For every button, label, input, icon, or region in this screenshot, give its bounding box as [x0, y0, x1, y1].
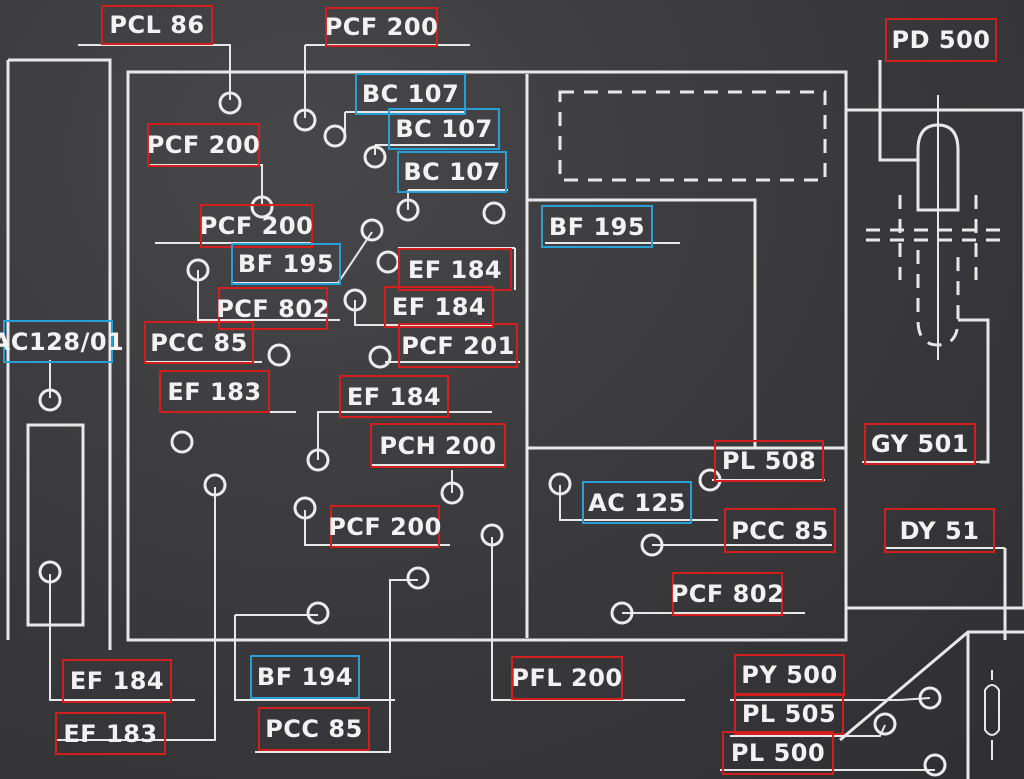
gy501-lead [958, 318, 990, 464]
pd500-lead [878, 60, 918, 162]
label-pcf200-mid: PCF 200 [200, 204, 313, 248]
label-pl500: PL 500 [722, 731, 834, 775]
label-pcf802-right: PCF 802 [671, 572, 784, 616]
label-pcf200-top: PCF 200 [325, 7, 438, 47]
label-pcf200-low: PCF 200 [328, 505, 441, 548]
label-ac125: AC 125 [582, 481, 692, 524]
label-gy501: GY 501 [864, 423, 976, 465]
label-ef184-b: EF 184 [384, 286, 494, 328]
label-bc107-a: BC 107 [355, 73, 466, 115]
bf195-lead [527, 198, 757, 448]
label-pcf802-mid: PCF 802 [216, 287, 329, 330]
label-bc107-b: BC 107 [388, 108, 500, 150]
label-pcl86: PCL 86 [101, 5, 213, 45]
label-pcf200-left: PCF 200 [147, 123, 260, 167]
dashed-module-outline [558, 90, 827, 182]
bottom-right-component [984, 670, 1000, 760]
label-dy51: DY 51 [884, 508, 995, 553]
label-bc107-c: BC 107 [397, 151, 507, 193]
pd500-tube-upper [916, 123, 960, 212]
label-pl505: PL 505 [734, 693, 844, 735]
label-bf195-mid: BF 195 [231, 243, 341, 285]
label-ef184-bottom: EF 184 [62, 659, 172, 703]
label-ef184-a: EF 184 [398, 248, 512, 291]
label-pfl200: PFL 200 [511, 656, 623, 700]
label-ef183-mid: EF 183 [159, 370, 270, 413]
pd500-cross [866, 195, 1004, 280]
label-ac128: AC128/01 [0, 320, 124, 363]
label-py500: PY 500 [734, 654, 845, 696]
label-pcc85-left: PCC 85 [144, 321, 254, 364]
right-deflection-frame [844, 108, 1024, 610]
label-bf195-right: BF 195 [541, 205, 653, 248]
label-pcf201: PCF 201 [398, 323, 518, 368]
left-module-box [26, 423, 85, 627]
label-pcc85-bottom: PCC 85 [258, 707, 370, 751]
label-pl508: PL 508 [714, 440, 824, 482]
label-pch200: PCH 200 [370, 423, 506, 468]
label-pd500: PD 500 [885, 18, 997, 62]
label-pcc85-right: PCC 85 [724, 508, 836, 553]
label-ef183-bottom: EF 183 [55, 712, 166, 755]
label-ef184-c: EF 184 [339, 375, 449, 418]
label-bf194: BF 194 [250, 655, 360, 699]
